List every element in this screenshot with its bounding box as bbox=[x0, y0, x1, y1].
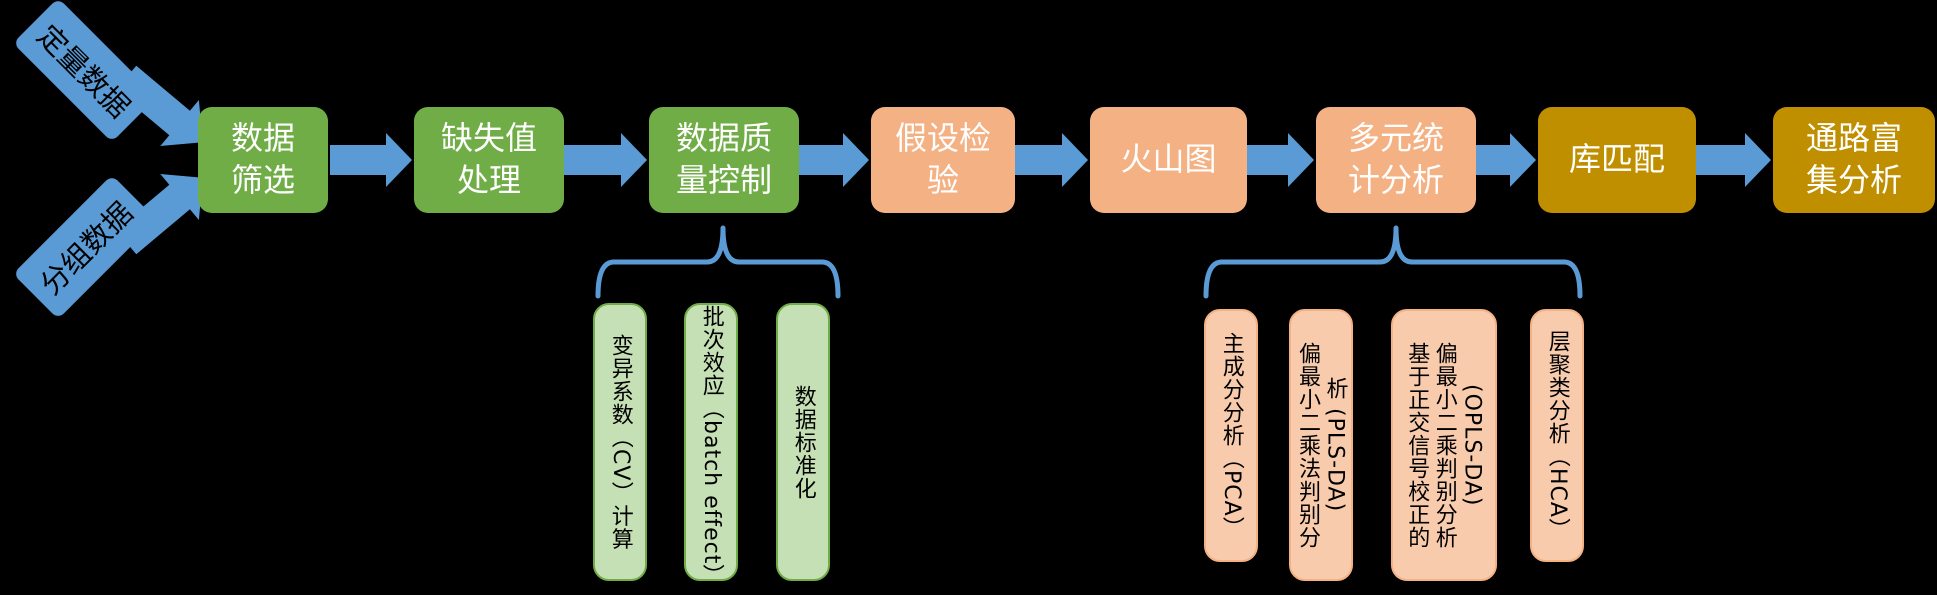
mva-item-label: 偏最小二乘法判别分 析 (PLS-DA) bbox=[1295, 341, 1348, 549]
mva-item-pca: 主成分分析（PCA） bbox=[1204, 309, 1258, 562]
qc-item-cv-calculation: 变异系数（CV）计算 bbox=[593, 303, 647, 581]
mva-item-label: 基于正交信号校正的 偏最小二乘判别分析 (OPLS-DA) bbox=[1404, 341, 1485, 549]
step-data-screening: 数据 筛选 bbox=[198, 107, 328, 213]
flow-arrow-icon bbox=[564, 133, 647, 187]
flow-arrow-icon bbox=[330, 133, 412, 187]
mva-item-hca: 层聚类分析（HCA） bbox=[1530, 309, 1584, 562]
mva-item-label: 主成分分析（PCA） bbox=[1218, 331, 1244, 540]
step-pathway-enrichment: 通路富 集分析 bbox=[1773, 107, 1935, 213]
flow-arrow-icon bbox=[1476, 133, 1536, 187]
mva-item-opls-da: 基于正交信号校正的 偏最小二乘判别分析 (OPLS-DA) bbox=[1391, 309, 1497, 581]
flow-arrow-icon bbox=[799, 133, 869, 187]
flow-arrow-icon bbox=[1247, 133, 1314, 187]
step-multivariate-analysis: 多元统 计分析 bbox=[1316, 107, 1476, 213]
flow-arrow-icon bbox=[1015, 133, 1088, 187]
qc-item-label: 批次效应（batch effect） bbox=[698, 305, 724, 581]
step-data-quality-control: 数据质 量控制 bbox=[649, 107, 799, 213]
mva-brace-icon bbox=[1203, 225, 1583, 299]
qc-brace-icon bbox=[595, 225, 841, 299]
qc-item-label: 数据标准化 bbox=[790, 384, 816, 500]
flow-arrow-icon bbox=[1696, 133, 1771, 187]
qc-item-batch-effect: 批次效应（batch effect） bbox=[684, 303, 738, 581]
step-missing-value-handling: 缺失值 处理 bbox=[414, 107, 564, 213]
qc-item-label: 变异系数（CV）计算 bbox=[607, 333, 633, 551]
step-volcano-plot: 火山图 bbox=[1090, 107, 1247, 213]
step-hypothesis-testing: 假设检 验 bbox=[871, 107, 1015, 213]
qc-item-normalization: 数据标准化 bbox=[776, 303, 830, 581]
step-library-matching: 库匹配 bbox=[1538, 107, 1696, 213]
mva-item-label: 层聚类分析（HCA） bbox=[1544, 330, 1570, 541]
mva-item-pls-da: 偏最小二乘法判别分 析 (PLS-DA) bbox=[1289, 309, 1353, 581]
